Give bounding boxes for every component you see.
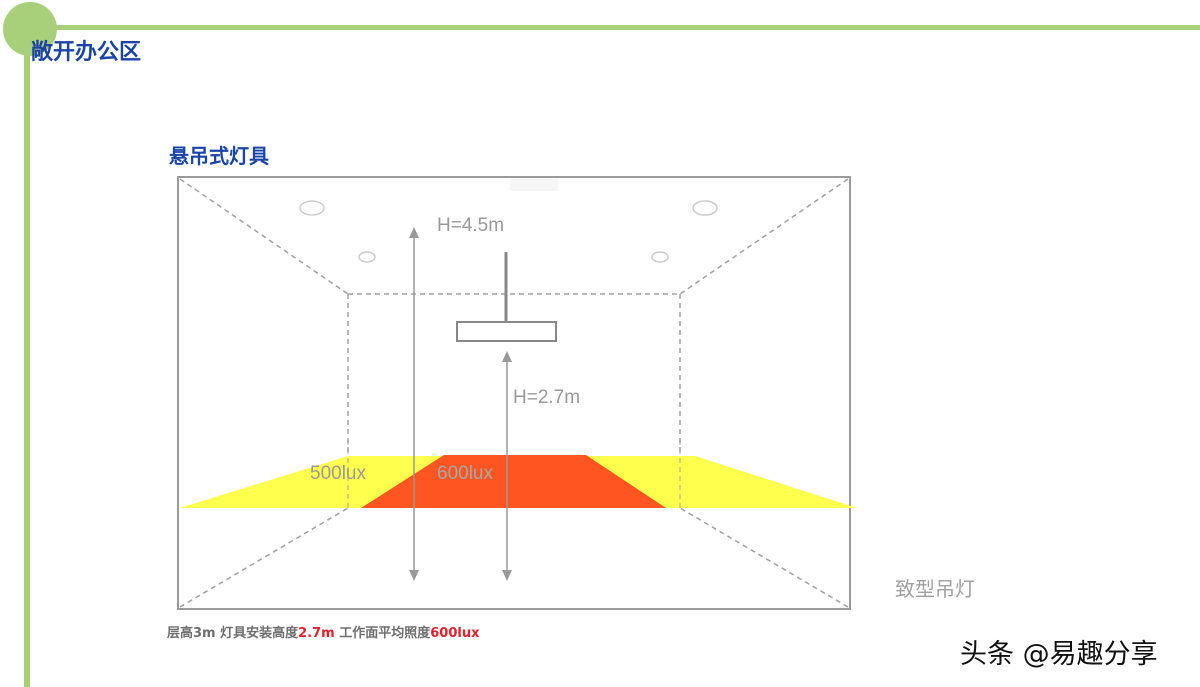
inner-lux-zone	[361, 455, 666, 508]
height-arrow-2-7m	[502, 351, 512, 581]
inner-lux-label: 600lux	[437, 463, 493, 484]
back-wall-dashed	[179, 178, 849, 608]
caption-text-2: 工作面平均照度	[334, 626, 431, 641]
height-arrow-4-5m	[409, 227, 419, 581]
total-height-label: H=4.5m	[437, 215, 505, 236]
accent-vertical-bar	[24, 25, 30, 687]
accent-horizontal-bar	[24, 25, 1200, 30]
caption-mount-height-value: 2.7m	[298, 626, 335, 641]
specification-caption: 层高3m 灯具安装高度2.7m 工作面平均照度600lux	[167, 622, 479, 641]
pendant-luminaire	[456, 321, 557, 342]
mount-height-label: H=2.7m	[513, 387, 581, 408]
caption-illuminance-value: 600lux	[430, 626, 480, 641]
ceiling-downlights	[299, 200, 718, 263]
caption-text-1: 层高3m 灯具安装高度	[167, 626, 299, 641]
fixture-name-label: 致型吊灯	[895, 577, 975, 601]
section-title: 悬吊式灯具	[169, 144, 269, 168]
outer-lux-label: 500lux	[310, 463, 366, 484]
room-outer-frame	[177, 176, 851, 610]
watermark: 头条 @易趣分享	[960, 639, 1158, 670]
page-title: 敞开办公区	[31, 40, 142, 65]
